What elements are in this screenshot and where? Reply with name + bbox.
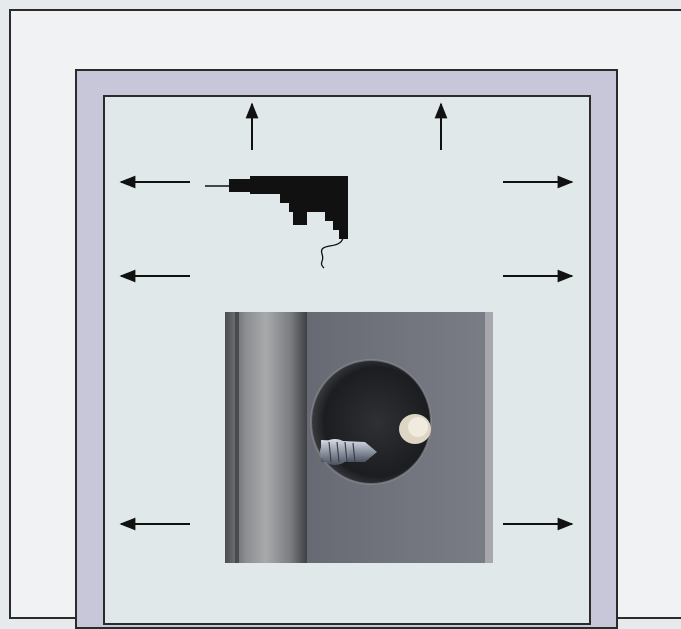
screw-anchor-photo bbox=[225, 312, 493, 563]
drill-icon bbox=[205, 176, 348, 268]
